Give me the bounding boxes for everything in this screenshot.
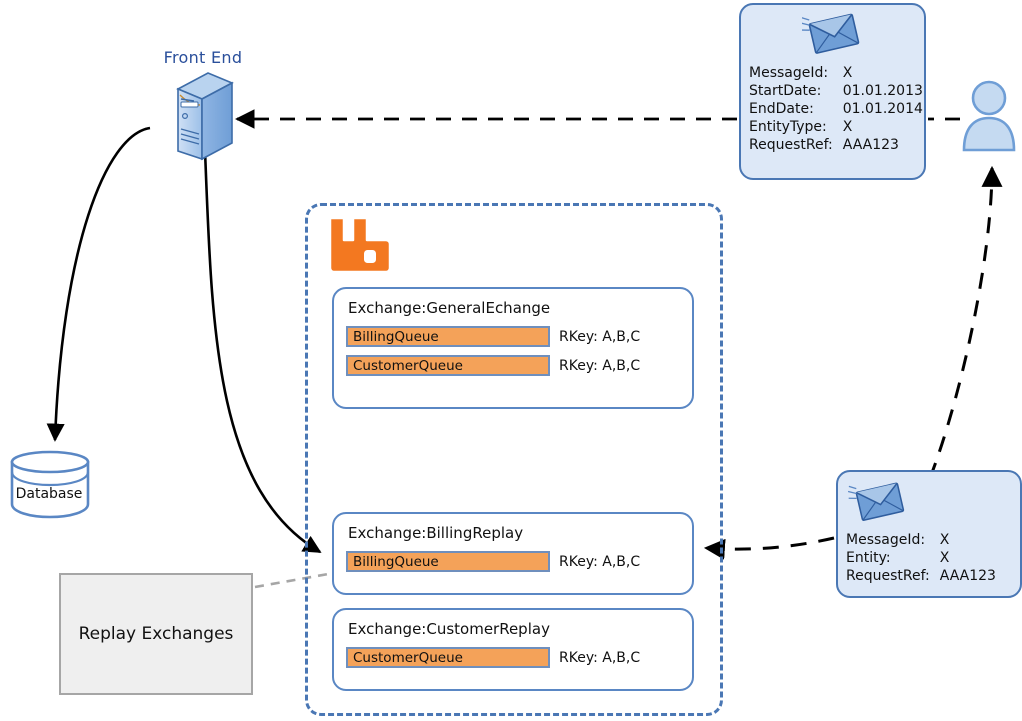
message-field-key: MessageId: <box>846 532 926 548</box>
exchange-title: Exchange:GeneralEchange <box>348 299 551 317</box>
queue-row[interactable]: CustomerQueue RKey: A,B,C <box>346 355 680 376</box>
user-actor-node[interactable] <box>958 78 1020 158</box>
queue-chip[interactable]: BillingQueue <box>346 326 550 347</box>
queue-chip[interactable]: CustomerQueue <box>346 647 550 668</box>
exchange-box-customer-replay[interactable]: Exchange:CustomerReplay CustomerQueue RK… <box>332 608 694 691</box>
edge-front-end-to-billing-replay <box>203 149 322 554</box>
routing-key-label: RKey: A,B,C <box>559 553 641 570</box>
queue-row[interactable]: BillingQueue RKey: A,B,C <box>346 551 680 572</box>
message-field-row: EndDate: 01.01.2014 <box>749 101 923 119</box>
message-field-key: EntityType: <box>749 119 827 135</box>
exchange-box-billing-replay[interactable]: Exchange:BillingReplay BillingQueue RKey… <box>332 512 694 595</box>
exchange-title: Exchange:BillingReplay <box>348 524 524 542</box>
message-field-value: X <box>842 119 853 135</box>
envelope-icon <box>800 13 859 54</box>
message-field-key: MessageId: <box>749 65 829 81</box>
message-field-value: AAA123 <box>939 568 996 584</box>
edge-replay-card-to-user <box>928 165 1003 479</box>
replay-exchanges-box[interactable]: Replay Exchanges <box>59 573 253 695</box>
message-field-row: StartDate: 01.01.2013 <box>749 83 923 101</box>
exchange-title: Exchange:CustomerReplay <box>348 620 550 638</box>
envelope-wrap <box>838 472 1020 528</box>
rabbitmq-icon <box>326 214 392 276</box>
front-end-label: Front End <box>163 48 243 67</box>
queue-row[interactable]: BillingQueue RKey: A,B,C <box>346 326 680 347</box>
message-field-value: X <box>939 550 950 566</box>
replay-exchanges-label: Replay Exchanges <box>78 624 234 644</box>
message-field-row: RequestRef: AAA123 <box>749 137 923 155</box>
message-field-row: MessageId: X <box>846 532 996 550</box>
message-fields-table: MessageId: X StartDate: 01.01.2013 EndDa… <box>749 65 923 155</box>
database-cylinder-icon <box>10 450 90 519</box>
routing-key-label: RKey: A,B,C <box>559 649 641 666</box>
message-field-key: EndDate: <box>749 101 814 117</box>
edge-front-end-to-database <box>46 126 151 442</box>
message-field-key: RequestRef: <box>749 137 833 153</box>
envelope-icon <box>847 482 905 521</box>
server-icon <box>176 72 234 161</box>
message-card-request[interactable]: MessageId: X StartDate: 01.01.2013 EndDa… <box>739 3 926 180</box>
message-field-row: MessageId: X <box>749 65 923 83</box>
message-field-row: RequestRef: AAA123 <box>846 568 996 586</box>
message-field-value: 01.01.2014 <box>842 101 923 117</box>
exchange-box-general[interactable]: Exchange:GeneralEchange BillingQueue RKe… <box>332 287 694 409</box>
message-field-value: 01.01.2013 <box>842 83 923 99</box>
message-field-key: RequestRef: <box>846 568 930 584</box>
message-field-value: AAA123 <box>842 137 899 153</box>
message-field-row: EntityType: X <box>749 119 923 137</box>
queue-row[interactable]: CustomerQueue RKey: A,B,C <box>346 647 680 668</box>
routing-key-label: RKey: A,B,C <box>559 357 641 374</box>
edge-replay-card-to-billing-replay <box>703 536 835 560</box>
database-label: Database <box>15 486 83 502</box>
envelope-wrap <box>741 5 924 61</box>
queue-chip[interactable]: CustomerQueue <box>346 355 550 376</box>
message-field-key: Entity: <box>846 550 891 566</box>
front-end-node[interactable]: Front End <box>148 48 258 163</box>
message-field-row: Entity: X <box>846 550 996 568</box>
message-field-value: X <box>842 65 853 81</box>
routing-key-label: RKey: A,B,C <box>559 328 641 345</box>
message-field-value: X <box>939 532 950 548</box>
message-field-key: StartDate: <box>749 83 822 99</box>
database-node[interactable]: Database <box>8 448 98 520</box>
message-card-replay[interactable]: MessageId: X Entity: X RequestRef: AAA12… <box>836 470 1022 598</box>
queue-chip[interactable]: BillingQueue <box>346 551 550 572</box>
user-actor-icon <box>962 80 1016 152</box>
message-fields-table: MessageId: X Entity: X RequestRef: AAA12… <box>846 532 996 586</box>
